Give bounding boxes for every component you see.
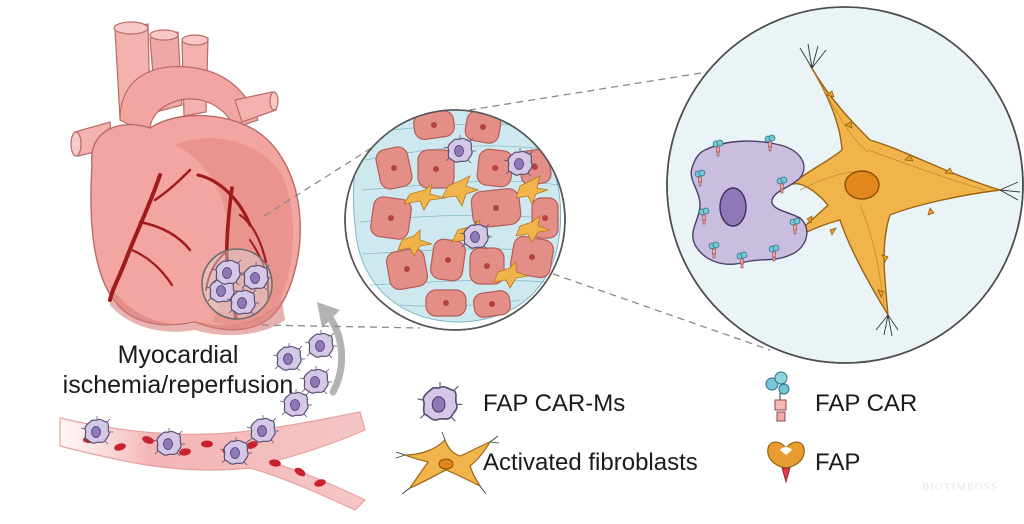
legend-fap-car-icon xyxy=(765,371,790,422)
legend-car-ms-icon xyxy=(416,381,464,423)
legend-label-fap: FAP xyxy=(815,449,861,476)
cell-interaction-zoom xyxy=(666,6,1024,364)
legend-fibroblast-icon xyxy=(395,431,500,495)
caption-line-2: ischemia/reperfusion xyxy=(62,371,294,399)
legend-label-fap-car: FAP CAR xyxy=(815,390,918,417)
tissue-zoom xyxy=(344,109,566,331)
caption-line-1: Myocardial xyxy=(117,341,239,369)
blood-vessel xyxy=(59,411,367,511)
heart xyxy=(70,21,301,336)
legend-fap-icon xyxy=(767,441,805,484)
legend-label-fibroblasts: Activated fibroblasts xyxy=(483,449,698,476)
watermark: BIOTIMEOSS xyxy=(921,481,998,493)
legend-label-car-ms: FAP CAR-Ms xyxy=(483,390,626,417)
heart-caption: Myocardial ischemia/reperfusion xyxy=(58,340,298,400)
migration-arrow xyxy=(317,302,346,396)
